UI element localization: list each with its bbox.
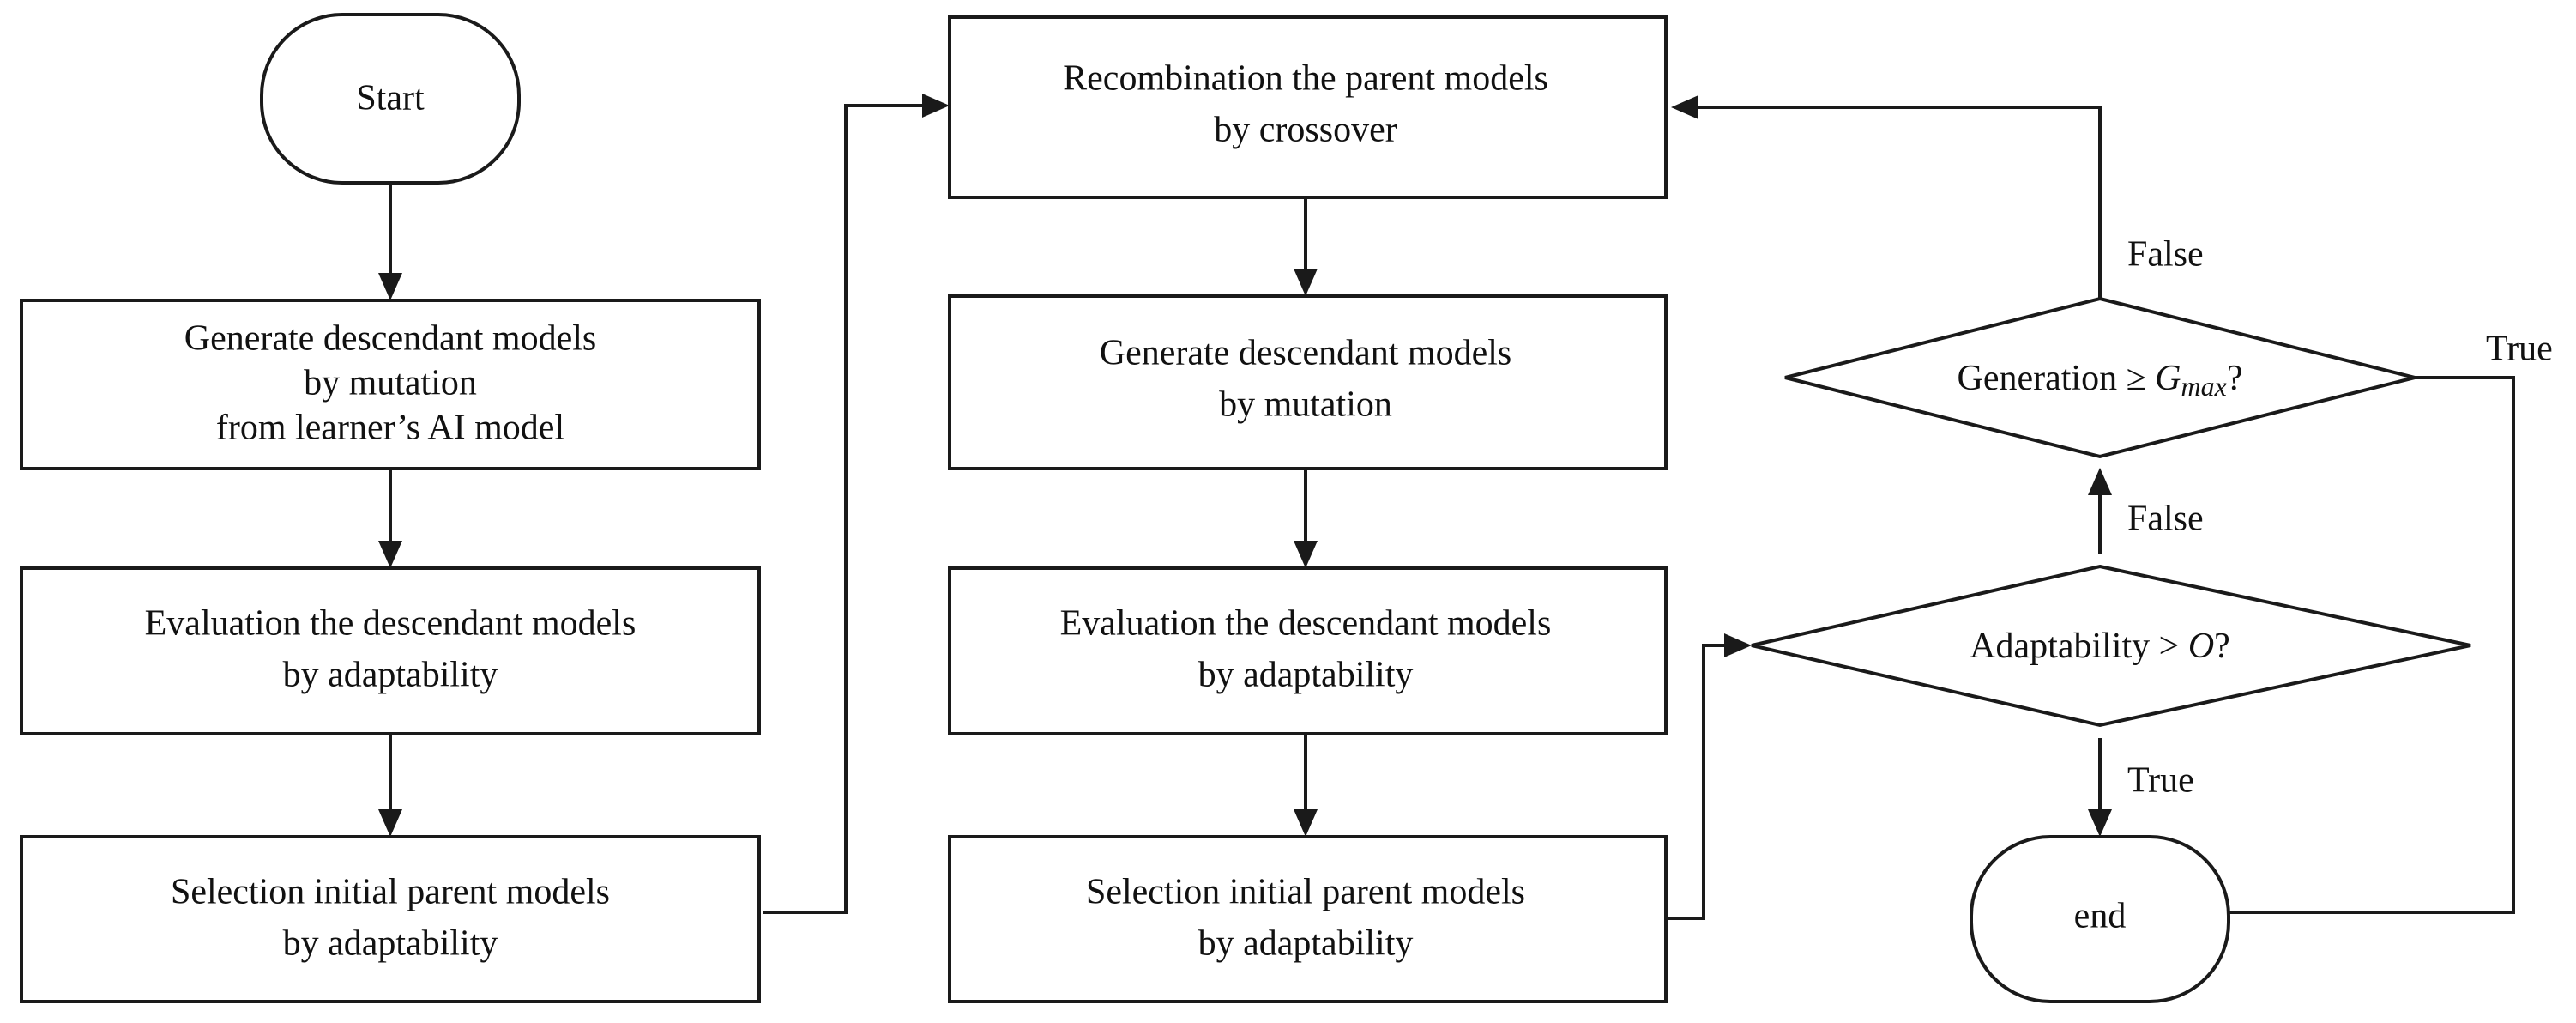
decision-generation-subscript: max (2181, 371, 2227, 402)
node-left-evaluation[interactable]: Evaluation the descendant models by adap… (20, 566, 761, 735)
node-mid-selection-line1: Selection initial parent models (1086, 873, 1525, 912)
edge-adaptability-true-to-end (2088, 738, 2112, 837)
node-mid-recombination[interactable]: Recombination the parent models by cross… (948, 15, 1668, 199)
node-decision-generation[interactable]: Generation ≥ Gmax? (1784, 296, 2416, 459)
edge-mid-evaluation-to-mid-selection (1294, 734, 1318, 837)
node-mid-generate-line2: by mutation (1219, 385, 1392, 425)
edge-label-adaptability-false: False (2127, 499, 2204, 539)
edge-label-generation-false: False (2127, 235, 2204, 275)
decision-generation-prefix: Generation ≥ (1958, 359, 2156, 398)
node-decision-adaptability[interactable]: Adaptability > O? (1751, 564, 2471, 728)
decision-adaptability-var: O (2188, 627, 2214, 666)
node-start-label: Start (356, 79, 425, 118)
edge-left-generate-to-left-evaluation (378, 469, 402, 568)
node-mid-evaluation-line1: Evaluation the descendant models (1060, 604, 1552, 644)
decision-adaptability-suffix: ? (2214, 627, 2230, 666)
node-left-generate-line3: from learner’s AI model (216, 409, 564, 448)
node-mid-selection-line2: by adaptability (1198, 924, 1414, 964)
node-left-selection-line2: by adaptability (283, 924, 498, 964)
node-left-selection-line1: Selection initial parent models (171, 873, 610, 912)
node-end[interactable]: end (1970, 835, 2230, 1003)
node-left-generate-line2: by mutation (304, 364, 477, 403)
node-decision-generation-label: Generation ≥ Gmax? (1958, 359, 2243, 403)
node-left-generate-line1: Generate descendant models (184, 319, 596, 359)
edge-label-generation-true: True (2486, 330, 2553, 369)
node-mid-generate-line1: Generate descendant models (1100, 334, 1511, 373)
node-mid-evaluation[interactable]: Evaluation the descendant models by adap… (948, 566, 1668, 735)
edge-generation-false-to-mid-recombination (1671, 95, 2102, 299)
edge-label-adaptability-true: True (2127, 761, 2194, 801)
edge-adaptability-false-to-generation (2088, 468, 2112, 554)
decision-adaptability-prefix: Adaptability > (1970, 627, 2188, 666)
edge-left-selection-to-mid-recombination (763, 94, 950, 914)
decision-generation-suffix: ? (2227, 359, 2243, 398)
edge-mid-selection-to-decision-adaptability (1664, 633, 1752, 920)
edge-mid-recombination-to-mid-generate (1294, 197, 1318, 296)
node-mid-recombination-line2: by crossover (1214, 111, 1397, 150)
node-left-evaluation-line2: by adaptability (283, 656, 498, 695)
node-left-generate[interactable]: Generate descendant models by mutation f… (20, 299, 761, 470)
node-mid-generate[interactable]: Generate descendant models by mutation (948, 294, 1668, 470)
node-mid-selection[interactable]: Selection initial parent models by adapt… (948, 835, 1668, 1003)
edge-start-to-left-generate (378, 183, 402, 300)
node-mid-recombination-line1: Recombination the parent models (1063, 59, 1548, 99)
edge-mid-generate-to-mid-evaluation (1294, 469, 1318, 568)
decision-generation-var: G (2155, 359, 2181, 398)
node-end-label: end (2074, 897, 2127, 936)
node-mid-evaluation-line2: by adaptability (1198, 656, 1414, 695)
edge-left-evaluation-to-left-selection (378, 734, 402, 837)
node-left-evaluation-line1: Evaluation the descendant models (145, 604, 636, 644)
node-left-selection[interactable]: Selection initial parent models by adapt… (20, 835, 761, 1003)
node-start[interactable]: Start (260, 13, 521, 185)
node-decision-adaptability-label: Adaptability > O? (1970, 627, 2230, 666)
